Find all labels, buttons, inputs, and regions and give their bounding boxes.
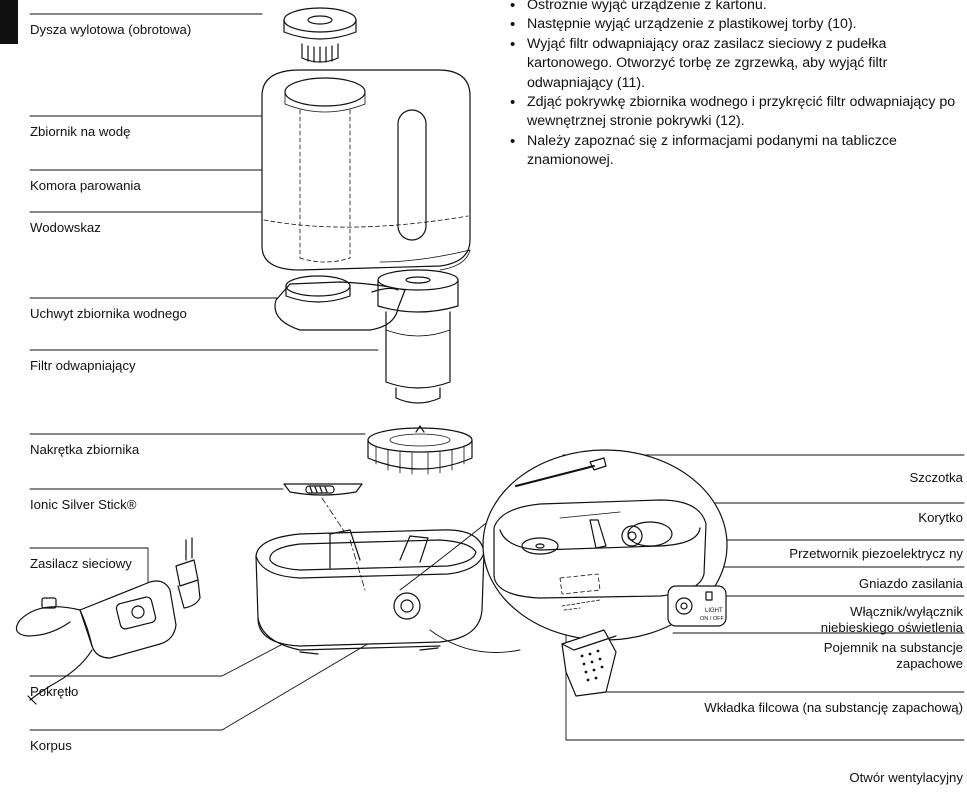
instruction-item: Zdjąć pokrywkę zbiornika wodnego i przyk… <box>508 93 967 132</box>
label-knob: Pokrętło <box>30 684 79 699</box>
instruction-item: Ostrożnie wyjąć urządzenie z kartonu. <box>508 0 967 16</box>
label-water-tank: Zbiornik na wodę <box>30 124 131 139</box>
tank-cap-drawing <box>367 425 473 475</box>
label-evaporation-chamber: Komora parowania <box>30 178 141 193</box>
nozzle-drawing <box>283 7 357 63</box>
label-felt-insert: Wkładka filcowa (na substancję zapachową… <box>704 700 963 715</box>
label-fragrance-container-line1: Pojemnik na substancje <box>823 640 963 655</box>
label-tank-holder: Uchwyt zbiornika wodnego <box>30 306 187 321</box>
switch-light-text: LIGHT <box>705 608 723 614</box>
label-power-adapter: Zasilacz sieciowy <box>30 556 132 571</box>
label-decalcifying-filter: Filtr odwapniający <box>30 358 136 373</box>
label-water-gauge: Wodowskaz <box>30 220 101 235</box>
power-adapter-drawing <box>15 537 201 705</box>
label-nozzle: Dysza wylotowa (obrotowa) <box>30 22 192 37</box>
label-tank-cap: Nakrętka zbiornika <box>30 442 140 457</box>
page-tab-marker <box>0 0 18 44</box>
left-leader-lines <box>29 13 419 731</box>
ionic-stick-drawing <box>283 483 363 541</box>
tank-holder-drawing <box>274 275 406 331</box>
label-light-switch-line2: niebieskiego oświetlenia <box>820 620 963 635</box>
magnified-view <box>482 449 728 641</box>
label-vent: Otwór wentylacyjny <box>849 770 963 785</box>
label-light-switch-line1: Włącznik/wyłącznik <box>850 604 963 619</box>
instruction-item: Wyjąć filtr odwapniający oraz zasilacz s… <box>508 35 967 93</box>
instruction-list: Ostrożnie wyjąć urządzenie z kartonu. Na… <box>508 0 967 171</box>
water-tank-drawing <box>261 69 471 271</box>
zoom-lines <box>399 519 521 653</box>
switch-onoff-text: ON / OFF <box>700 616 724 622</box>
label-brush: Szczotka <box>909 470 963 485</box>
filter-drawing <box>377 269 459 404</box>
label-housing: Korpus <box>30 738 72 753</box>
instruction-item: Należy zapoznać się z informacjami podan… <box>508 132 967 171</box>
label-transducer: Przetwornik piezoelektrycz ny <box>789 546 963 561</box>
label-tray: Korytko <box>918 510 963 525</box>
label-power-socket: Gniazdo zasilania <box>858 576 963 591</box>
fragrance-container-drawing <box>561 629 617 697</box>
instruction-item: Następnie wyjąć urządzenie z plastikowej… <box>508 15 967 35</box>
label-fragrance-container-line2: zapachowe <box>896 656 963 671</box>
base-unit-drawing <box>255 529 485 655</box>
label-ionic-stick: Ionic Silver Stick® <box>30 497 137 512</box>
